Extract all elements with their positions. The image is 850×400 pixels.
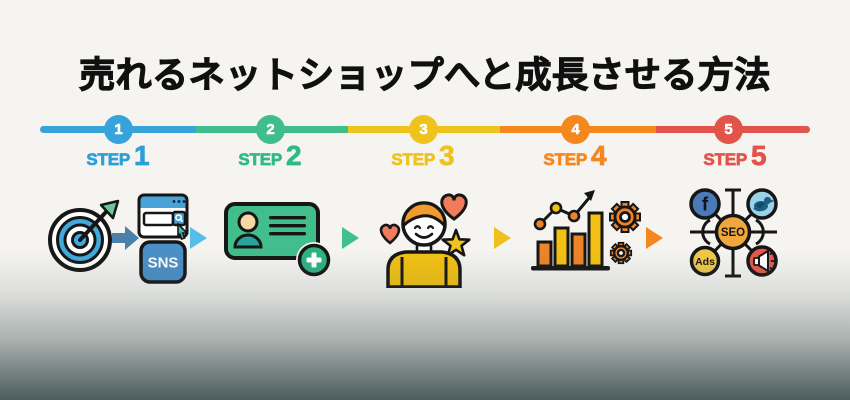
avatar xyxy=(237,211,259,233)
dart-fletching xyxy=(99,199,120,220)
step-circle-1: 1 xyxy=(104,115,133,144)
cursor-icon xyxy=(177,222,189,241)
ads-icon: Ads xyxy=(689,245,721,277)
step-connector-arrow-3 xyxy=(494,227,511,249)
step2-icon-group xyxy=(224,202,332,278)
twitter-icon xyxy=(746,188,778,220)
step-circle-3: 3 xyxy=(409,115,438,144)
search-icon xyxy=(171,210,187,227)
step-circle-2: 2 xyxy=(256,115,285,144)
ads-label: Ads xyxy=(695,256,715,268)
step-circle-number: 5 xyxy=(724,121,733,139)
step1-icon-group: SNS xyxy=(48,193,189,284)
step-connector-arrow-4 xyxy=(646,227,663,249)
facebook-f-label: f xyxy=(702,195,709,216)
facebook-icon: f xyxy=(689,188,721,220)
browser-window-icon xyxy=(137,193,189,241)
add-icon xyxy=(296,242,332,278)
heart-icon xyxy=(440,193,468,221)
hair xyxy=(401,201,447,228)
step-circle-number: 2 xyxy=(266,121,275,139)
trend-line-icon xyxy=(533,190,595,231)
step-circle-number: 3 xyxy=(419,121,428,139)
step3-icon-group xyxy=(379,193,471,288)
sns-label: SNS xyxy=(148,255,179,272)
shirt xyxy=(386,250,462,288)
target-icon xyxy=(48,199,120,272)
arrow-right-icon xyxy=(112,226,139,250)
sns-badge-icon: SNS xyxy=(139,240,187,284)
gear-icon xyxy=(609,241,633,265)
seo-label: SEO xyxy=(721,227,745,239)
step-connector-arrow-2 xyxy=(342,227,359,249)
step-circle-number: 1 xyxy=(114,121,123,139)
step-circle-number: 4 xyxy=(571,121,580,139)
step-circle-5: 5 xyxy=(714,115,743,144)
step-circle-4: 4 xyxy=(561,115,590,144)
step4-icon-group xyxy=(531,190,641,271)
smile xyxy=(414,232,434,239)
megaphone-icon xyxy=(746,245,778,277)
heart-icon xyxy=(379,223,401,245)
seo-hub-icon: SEO xyxy=(714,213,752,251)
step-connector-arrow-1 xyxy=(190,227,207,249)
star-icon xyxy=(441,228,471,257)
page-title: 売れるネットショップへと成長させる方法 xyxy=(79,53,771,95)
step5-icon-group: f SEO Ads xyxy=(689,188,778,278)
gear-icon xyxy=(609,201,641,233)
